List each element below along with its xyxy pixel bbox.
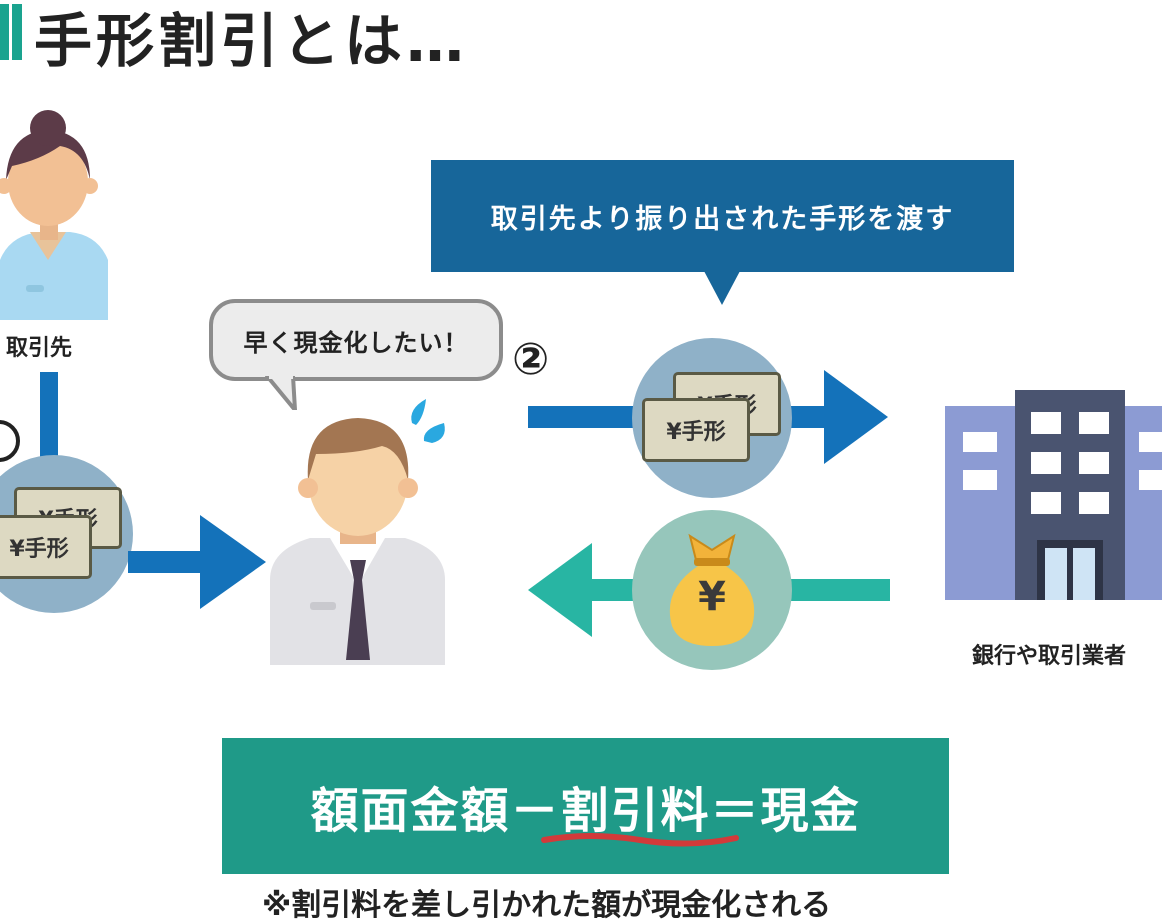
money-bag-icon (669, 533, 755, 646)
ticket-front-right: ¥手形 (642, 398, 750, 462)
connector-line (40, 372, 58, 470)
arrow-right-blue-left (128, 515, 266, 609)
speech-bubble: 早く現金化したい！ (209, 299, 503, 381)
bank-building-icon (945, 390, 1162, 600)
formula-underline (541, 833, 739, 847)
client-person-icon (0, 110, 108, 320)
step-one-marker (0, 420, 20, 462)
title-accent-bar (0, 4, 22, 60)
money-bag-yen: ¥ (698, 574, 726, 620)
businessman-icon (270, 418, 445, 665)
callout-tail (704, 271, 740, 305)
callout-text: 取引先より振り出された手形を渡す (490, 203, 955, 235)
ticket-front-left: ¥手形 (0, 515, 92, 579)
formula-note: ※割引料を差し引かれた額が現金化される (262, 888, 832, 923)
page-title: 手形割引とは… (34, 7, 469, 75)
callout-box (431, 160, 1014, 272)
bank-label: 銀行や取引業者 (972, 644, 1127, 669)
step-two-marker: ② (512, 334, 550, 385)
formula-text: 額面金額－割引料＝現金 (310, 783, 861, 839)
client-label: 取引先 (6, 336, 73, 361)
speech-bubble-tail (265, 376, 297, 410)
formula-box (222, 738, 949, 874)
sweat-drops-icon (411, 399, 445, 443)
